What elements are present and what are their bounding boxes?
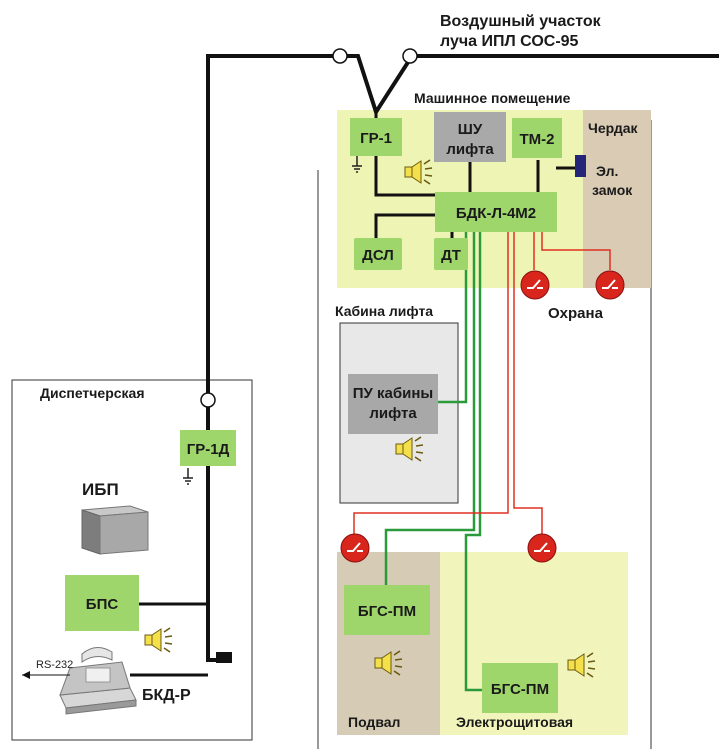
security-sensor-1 <box>520 270 550 300</box>
bdk-box <box>435 192 557 232</box>
dt-box <box>434 238 468 270</box>
bdk-label: БДК-Л-4М2 <box>456 205 536 222</box>
bgs-basement-label: БГС-ПМ <box>358 603 416 620</box>
pu-label-1: ПУ кабины <box>353 385 434 402</box>
bps-box <box>65 575 139 631</box>
shu-box <box>434 112 506 162</box>
gr1d-label: ГР-1Д <box>187 441 230 458</box>
security-label: Охрана <box>548 305 604 322</box>
pu-box <box>348 374 438 434</box>
attic-zone <box>583 110 651 288</box>
connector-block <box>216 652 232 663</box>
trunk-junction-3 <box>200 392 216 408</box>
dsl-label: ДСЛ <box>362 247 394 264</box>
switchboard-label: Электрощитовая <box>456 714 573 730</box>
tm2-label: ТМ-2 <box>520 131 555 148</box>
shu-label-2: лифта <box>446 141 494 158</box>
phone-icon <box>59 647 137 715</box>
title-line1: Воздушный участок <box>440 13 602 30</box>
attic-label: Чердак <box>588 120 638 136</box>
switchboard-sensor <box>527 533 557 563</box>
gr1-label: ГР-1 <box>360 130 392 147</box>
dt-label: ДТ <box>441 247 461 264</box>
dsl-box <box>354 238 402 270</box>
security-sensor-2 <box>595 270 625 300</box>
lock-icon <box>575 155 586 177</box>
bps-label: БПС <box>86 596 119 613</box>
shu-label-1: ШУ <box>458 121 483 138</box>
bgs-switch-box <box>482 663 558 713</box>
ibp-label: ИБП <box>82 480 119 499</box>
ibp-icon <box>81 505 149 555</box>
cabin-label: Кабина лифта <box>335 303 433 319</box>
bkd-label: БКД-Р <box>142 687 191 704</box>
rs232-label: RS-232 <box>36 659 73 671</box>
trunk-junction-1 <box>332 48 348 64</box>
tm2-box <box>512 118 562 158</box>
bgs-basement-box <box>344 585 430 635</box>
title-line2: луча ИПЛ СОС-95 <box>440 33 579 50</box>
dispatcher-label: Диспетчерская <box>40 385 145 401</box>
gr1d-box <box>180 430 236 466</box>
machine-room-label: Машинное помещение <box>414 90 571 106</box>
trunk-junction-2 <box>402 48 418 64</box>
pu-label-2: лифта <box>369 405 417 422</box>
rs232-arrow-icon <box>22 671 30 679</box>
lock-label-1: Эл. <box>596 163 618 179</box>
bgs-switch-label: БГС-ПМ <box>491 681 549 698</box>
lock-label-2: замок <box>592 182 633 198</box>
basement-zone <box>337 552 440 735</box>
gr1-box <box>350 118 402 156</box>
basement-label: Подвал <box>348 714 400 730</box>
basement-sensor <box>340 533 370 563</box>
